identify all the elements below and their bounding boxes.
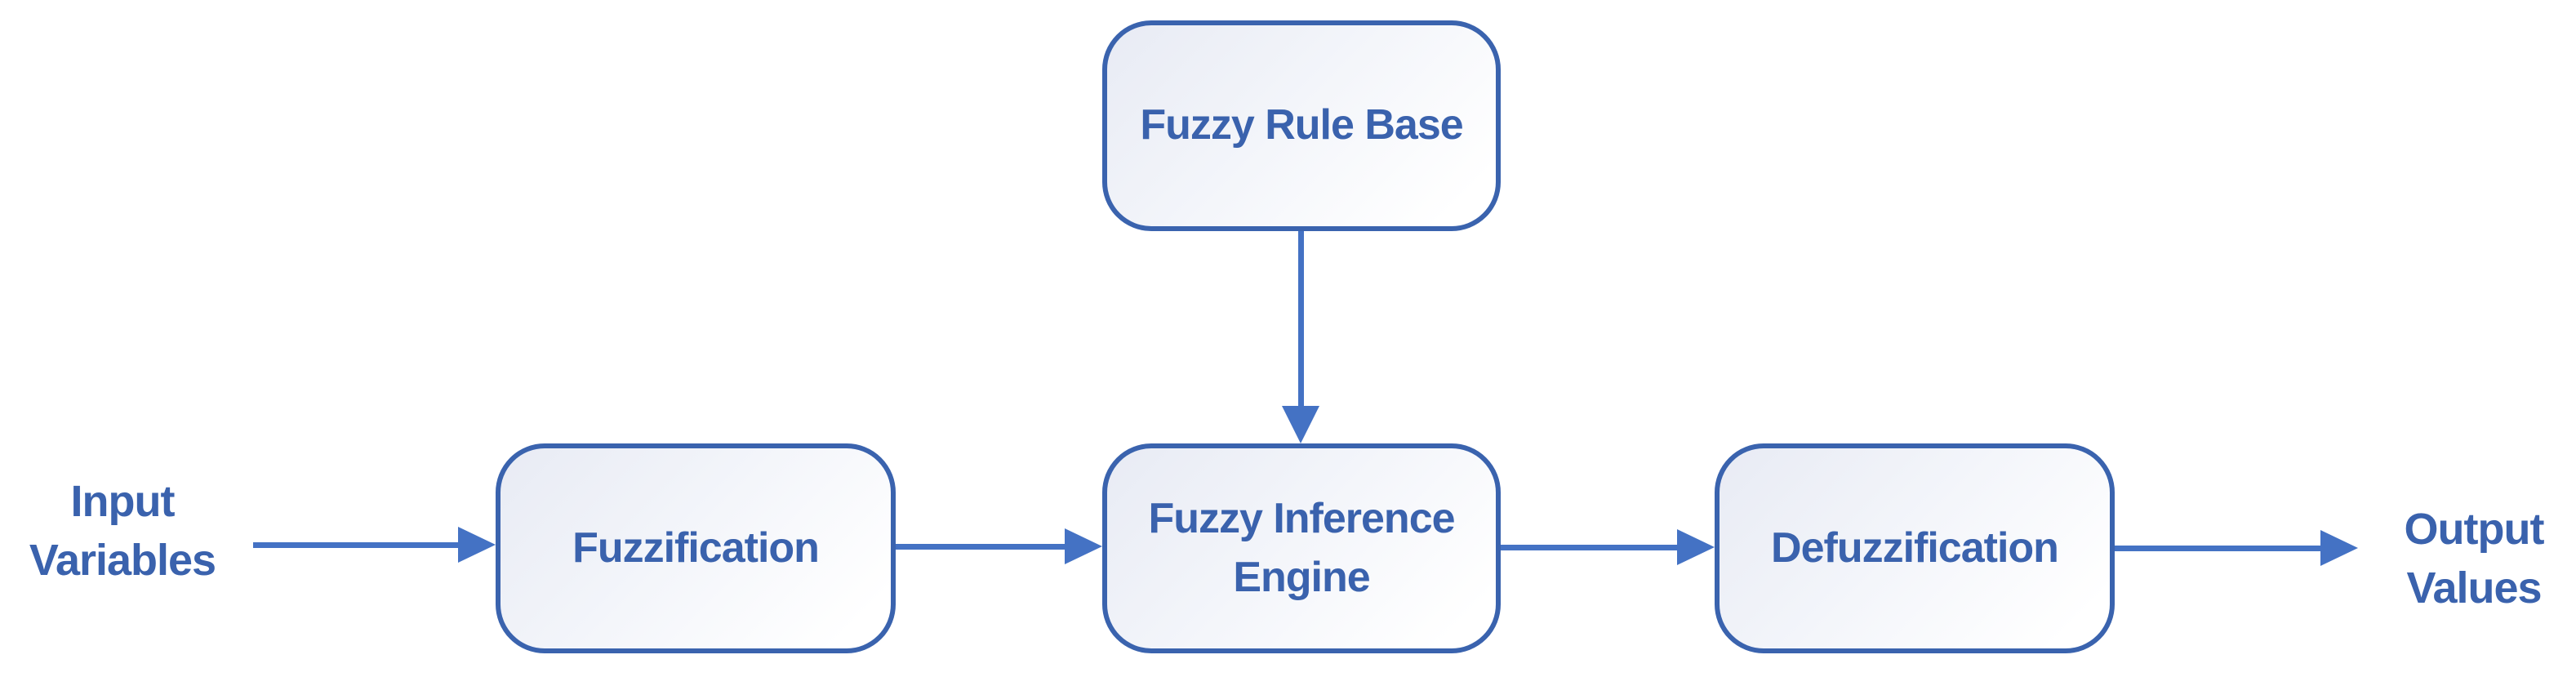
node-fuzzification: Fuzzification <box>496 443 896 653</box>
node-defuzzification: Defuzzification <box>1715 443 2115 653</box>
node-fuzzy-inference-engine: Fuzzy Inference Engine <box>1102 443 1501 653</box>
arrow-shaft <box>1501 545 1679 550</box>
node-label-line: Defuzzification <box>1771 523 2059 572</box>
node-label-line: Engine <box>1233 553 1370 601</box>
arrowhead-down-icon <box>1282 406 1319 443</box>
arrowhead-right-icon <box>1065 528 1102 564</box>
label-input-variables: Input Variables <box>8 472 237 590</box>
node-fuzzy-inference-engine-label: Fuzzy Inference Engine <box>1148 490 1455 608</box>
arrow-shaft <box>896 544 1067 550</box>
node-fuzzification-label: Fuzzification <box>572 519 820 578</box>
arrow-shaft <box>253 542 460 548</box>
arrowhead-right-icon <box>458 527 496 563</box>
node-label-line: Fuzzification <box>572 523 820 572</box>
arrow-shaft <box>1298 231 1304 408</box>
arrowhead-right-icon <box>2320 530 2358 566</box>
label-line: Output <box>2404 505 2545 554</box>
arrow-shaft <box>2115 546 2322 551</box>
label-output-values: Output Values <box>2372 500 2576 617</box>
node-fuzzy-rule-base: Fuzzy Rule Base <box>1102 20 1501 231</box>
label-line: Variables <box>29 536 216 585</box>
arrowhead-right-icon <box>1677 529 1715 565</box>
node-label-line: Fuzzy Inference <box>1148 494 1455 542</box>
node-fuzzy-rule-base-label: Fuzzy Rule Base <box>1140 96 1463 155</box>
node-defuzzification-label: Defuzzification <box>1771 519 2059 578</box>
label-line: Input <box>70 477 176 526</box>
node-label-line: Fuzzy Rule Base <box>1140 101 1463 149</box>
label-line: Values <box>2406 564 2542 612</box>
